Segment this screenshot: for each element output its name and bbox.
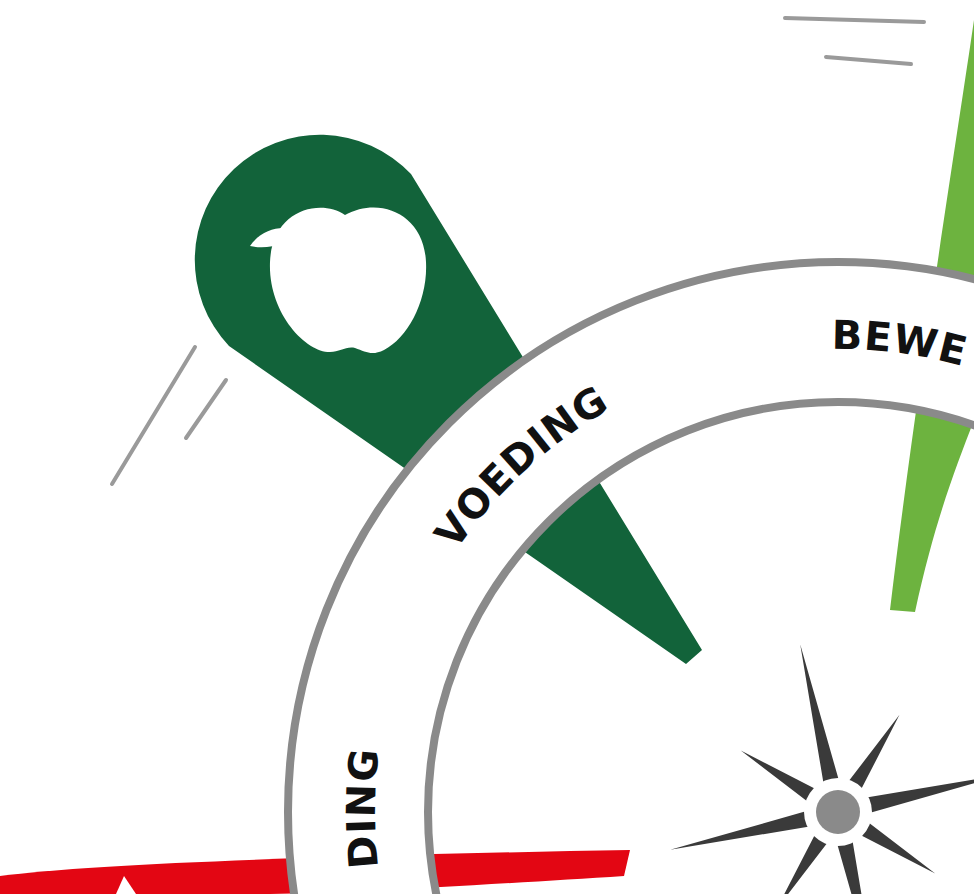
- ring-band: [288, 262, 974, 894]
- ring-label: BEWE: [831, 312, 972, 375]
- ring-label: DING: [338, 746, 388, 871]
- red-drop-mark: [116, 876, 136, 894]
- ring-label-line: DING: [338, 746, 388, 871]
- ring-label-line: VOEDING: [426, 376, 616, 556]
- ring-labels: VOEDING BEWE DING: [338, 312, 973, 871]
- ring-label: VOEDING: [426, 376, 616, 556]
- compass-hub-ring: [804, 778, 872, 846]
- compass-star: [670, 644, 974, 894]
- compass-hub: [816, 790, 860, 834]
- ring-label-line: BEWE: [831, 312, 972, 375]
- apple-icon: [250, 208, 426, 354]
- ring-outer: [288, 262, 974, 894]
